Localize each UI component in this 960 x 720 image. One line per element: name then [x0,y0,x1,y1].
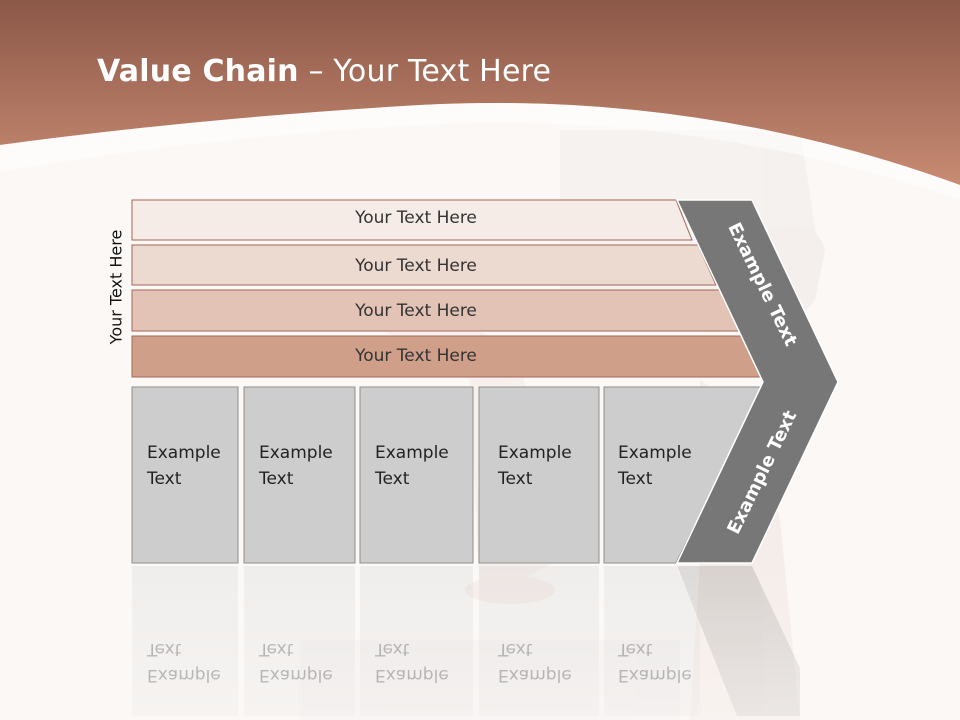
reflection-text: Text [147,639,182,659]
margin-chevron [675,199,839,564]
box-label-1: Example Text [147,440,221,492]
value-row-2 [131,244,717,286]
box-1-line-2: Text [147,469,182,489]
box-5-line-2: Text [618,469,653,489]
box-2-line-2: Text [259,469,294,489]
box-label-4: Example Text [498,440,572,492]
row-label-4: Your Text Here [355,346,477,366]
side-label: Your Text Here [106,229,126,345]
activity-box-5 [603,386,764,564]
reflection-text: Text [498,639,533,659]
activity-box-3 [359,386,474,564]
box-reflection-1: Example Text [147,636,221,688]
box-3-line-1: Example [375,443,449,463]
box-2-line-1: Example [259,443,333,463]
box-reflection-2: Example Text [259,636,333,688]
activity-box-4 [478,386,600,564]
box-3-line-2: Text [375,469,410,489]
activity-box-2 [243,386,356,564]
reflection-text: Example [618,665,692,685]
box-label-5: Example Text [618,440,692,492]
header-band [0,0,960,185]
reflection-text: Text [375,639,410,659]
row-label-2: Your Text Here [355,256,477,276]
reflection-text: Example [259,665,333,685]
reflection-text: Example [147,665,221,685]
reflection-text: Text [259,639,294,659]
box-4-line-1: Example [498,443,572,463]
title-rest: – Your Text Here [298,54,552,89]
box-reflection-4: Example Text [498,636,572,688]
reflection-text: Example [498,665,572,685]
slide-title: Value Chain – Your Text Here [97,54,551,89]
reflection-text: Text [618,639,653,659]
box-reflection-3: Example Text [375,636,449,688]
header-swoosh [0,102,960,200]
box-4-line-2: Text [498,469,533,489]
row-label-1: Your Text Here [355,208,477,228]
box-1-line-1: Example [147,443,221,463]
row-label-3: Your Text Here [355,301,477,321]
box-reflection-5: Example Text [618,636,692,688]
box-label-2: Example Text [259,440,333,492]
activity-box-1 [131,386,239,564]
value-row-1 [131,199,693,241]
title-bold: Value Chain [97,54,299,89]
reflection-text: Example [375,665,449,685]
box-label-3: Example Text [375,440,449,492]
box-5-line-1: Example [618,443,692,463]
